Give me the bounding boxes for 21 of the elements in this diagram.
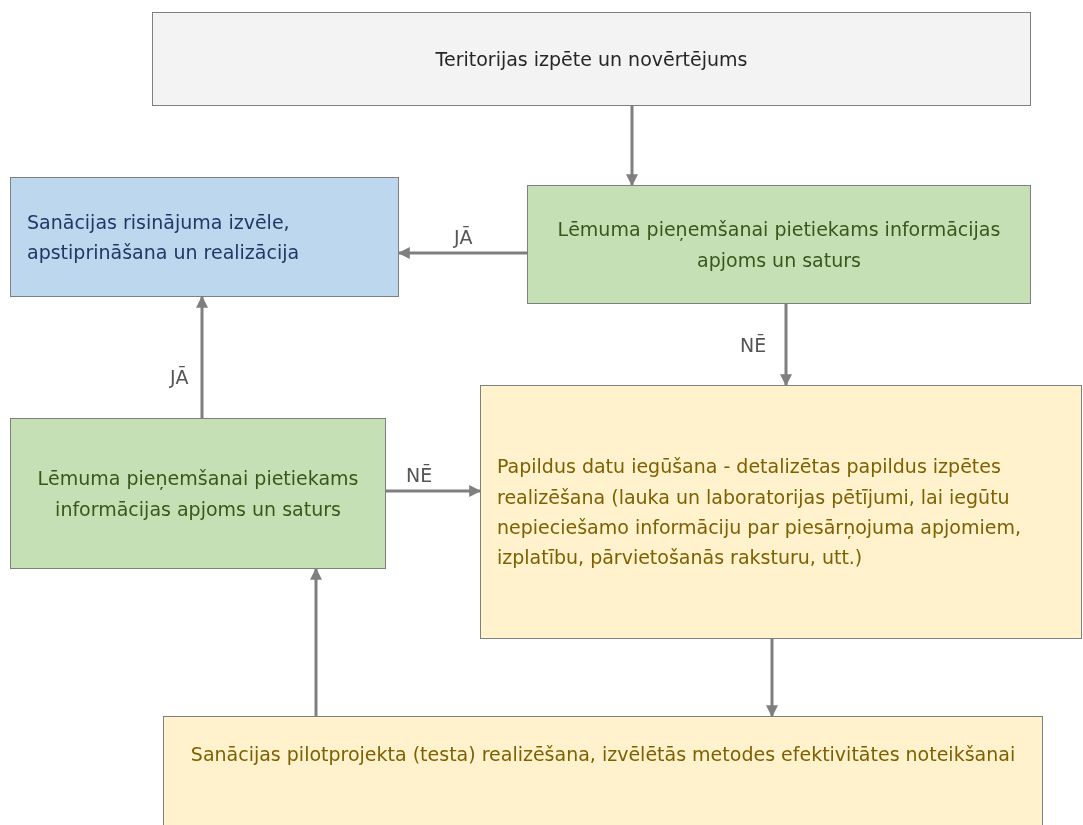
outcome-box — [10, 177, 399, 297]
arrow — [626, 106, 638, 187]
decision-box — [527, 185, 1031, 304]
edge-label: JĀ — [168, 366, 191, 389]
arrow — [196, 295, 208, 418]
arrow — [780, 304, 792, 387]
arrow — [310, 567, 322, 716]
node-text: Teritorijas izpēte un novērtējums — [435, 46, 748, 72]
node-text: Lēmuma pieņemšanai pietiekams informācijas apjoms un saturs — [556, 217, 1002, 273]
arrow — [766, 639, 778, 718]
decision-box — [10, 418, 386, 569]
node-text: Sanācijas pilotprojekta (testa) realizēšana, izvēlētās metodes efektivitātes noteikšanai — [190, 742, 1016, 767]
arrow — [397, 247, 527, 259]
node-text: Lēmuma pieņemšanai pietiekams informācijas apjoms un saturs — [36, 466, 360, 522]
node-text: Sanācijas risinājuma izvēle, apstiprināšana un realizācija — [27, 209, 301, 265]
arrow — [386, 485, 482, 497]
process-box — [152, 12, 1031, 106]
process-box — [480, 385, 1082, 639]
process-box — [163, 716, 1043, 825]
edge-label: JĀ — [452, 226, 475, 249]
node-text: Papildus datu iegūšana - detalizētas papildus izpētes realizēšana (lauka un laboratorijas pētījumi, lai iegūtu nepieciešamo informāciju par piesārņojuma apjomiem, izplatību, pārvietošanās raksturu, utt.) — [497, 454, 1022, 571]
